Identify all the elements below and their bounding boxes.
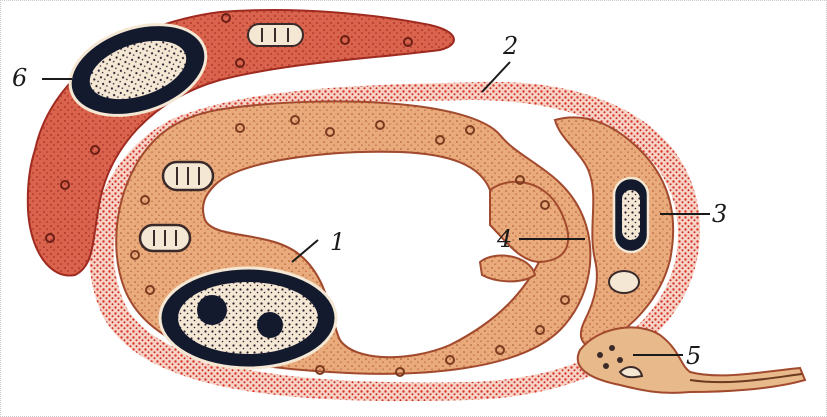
endothelial-nucleus [160,268,336,368]
label-3: 3 [712,202,727,226]
label-5: 5 [686,344,701,368]
label-4: 4 [497,227,512,251]
label-6: 6 [12,66,27,90]
label-1: 1 [330,230,345,254]
label-2: 2 [503,34,518,58]
